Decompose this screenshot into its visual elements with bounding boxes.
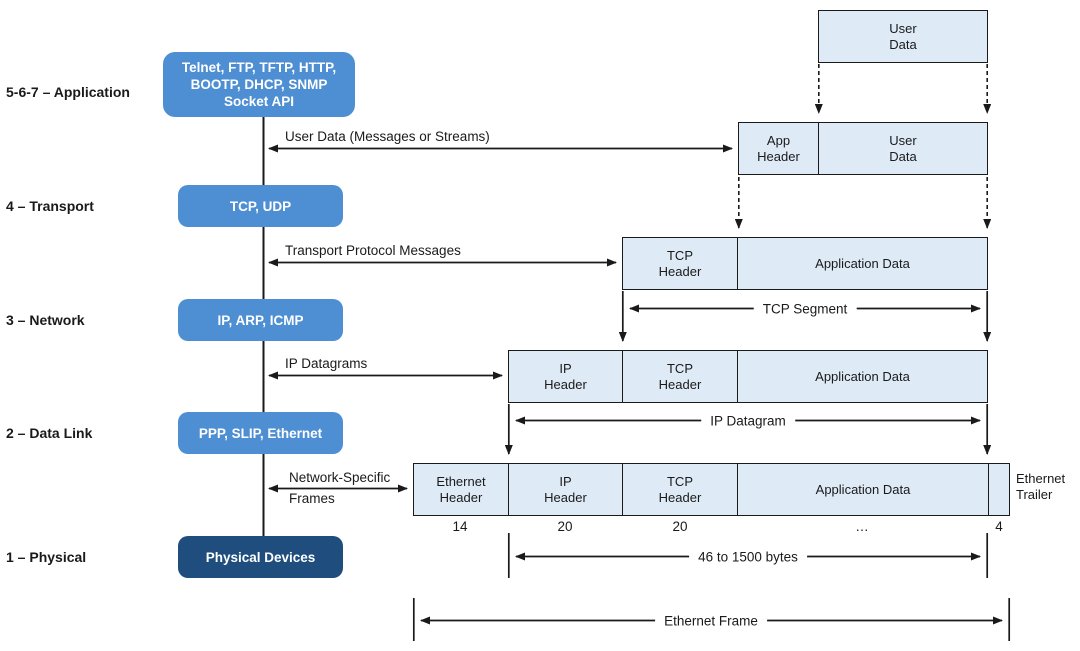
byte-count-trailer: 4 — [995, 519, 1003, 534]
layer-label-physical: 1 – Physical — [6, 549, 87, 565]
frames-flow-label: Network-Specific Frames — [289, 470, 391, 506]
transport-protocols-box: TCP, UDP — [178, 185, 343, 227]
user-data-cell: User Data — [889, 132, 917, 164]
tcp-segment-label: TCP Segment — [753, 301, 857, 317]
ethernet-header-cell: Ethernet Header — [414, 464, 509, 515]
application-protocols-box: Telnet, FTP, TFTP, HTTP, BOOTP, DHCP, SN… — [163, 52, 355, 117]
byte-count-ethernet-header: 14 — [452, 519, 468, 534]
payload-size-label: 46 to 1500 bytes — [689, 549, 807, 565]
application-data-cell: Application Data — [738, 464, 989, 515]
datalink-protocols-box: PPP, SLIP, Ethernet — [178, 412, 343, 454]
tcp-header-cell: TCP Header — [623, 351, 738, 402]
app-header-cell: App Header — [739, 123, 819, 174]
ethernet-trailer-cell — [989, 464, 1009, 515]
tcp-header-cell: TCP Header — [623, 464, 738, 515]
tcp-header-cell: TCP Header — [623, 238, 738, 289]
ethernet-trailer-label: Ethernet Trailer — [1016, 471, 1066, 502]
ip-datagram-label: IP Datagram — [701, 413, 795, 429]
application-data-cell: Application Data — [815, 368, 910, 384]
ethernet-frame-label: Ethernet Frame — [655, 613, 767, 629]
user-data-cell: User Data — [889, 20, 917, 52]
pdu-row-app: App Header User Data — [738, 122, 988, 175]
byte-count-tcp-header: 20 — [672, 519, 688, 534]
pdu-row-ethernet-frame: Ethernet Header IP Header TCP Header App… — [413, 463, 1010, 516]
layer-label-application: 5-6-7 – Application — [6, 84, 130, 100]
ip-header-cell: IP Header — [509, 351, 623, 402]
layer-label-datalink: 2 – Data Link — [6, 425, 93, 441]
transport-flow-label: Transport Protocol Messages — [285, 243, 461, 258]
physical-devices-box: Physical Devices — [178, 536, 343, 578]
pdu-row-tcp-segment: TCP Header Application Data — [622, 237, 988, 290]
layer-label-transport: 4 – Transport — [6, 198, 94, 214]
user-data-flow-label: User Data (Messages or Streams) — [285, 129, 490, 144]
ip-flow-label: IP Datagrams — [285, 356, 368, 371]
byte-count-data-ellipsis: … — [855, 519, 869, 534]
application-data-cell: Application Data — [815, 255, 910, 271]
byte-count-ip-header: 20 — [557, 519, 573, 534]
pdu-row-ip-datagram: IP Header TCP Header Application Data — [508, 350, 988, 403]
layer-label-network: 3 – Network — [6, 312, 85, 328]
network-protocols-box: IP, ARP, ICMP — [178, 299, 343, 341]
pdu-row-user-data: User Data — [818, 10, 988, 63]
ip-header-cell: IP Header — [509, 464, 623, 515]
